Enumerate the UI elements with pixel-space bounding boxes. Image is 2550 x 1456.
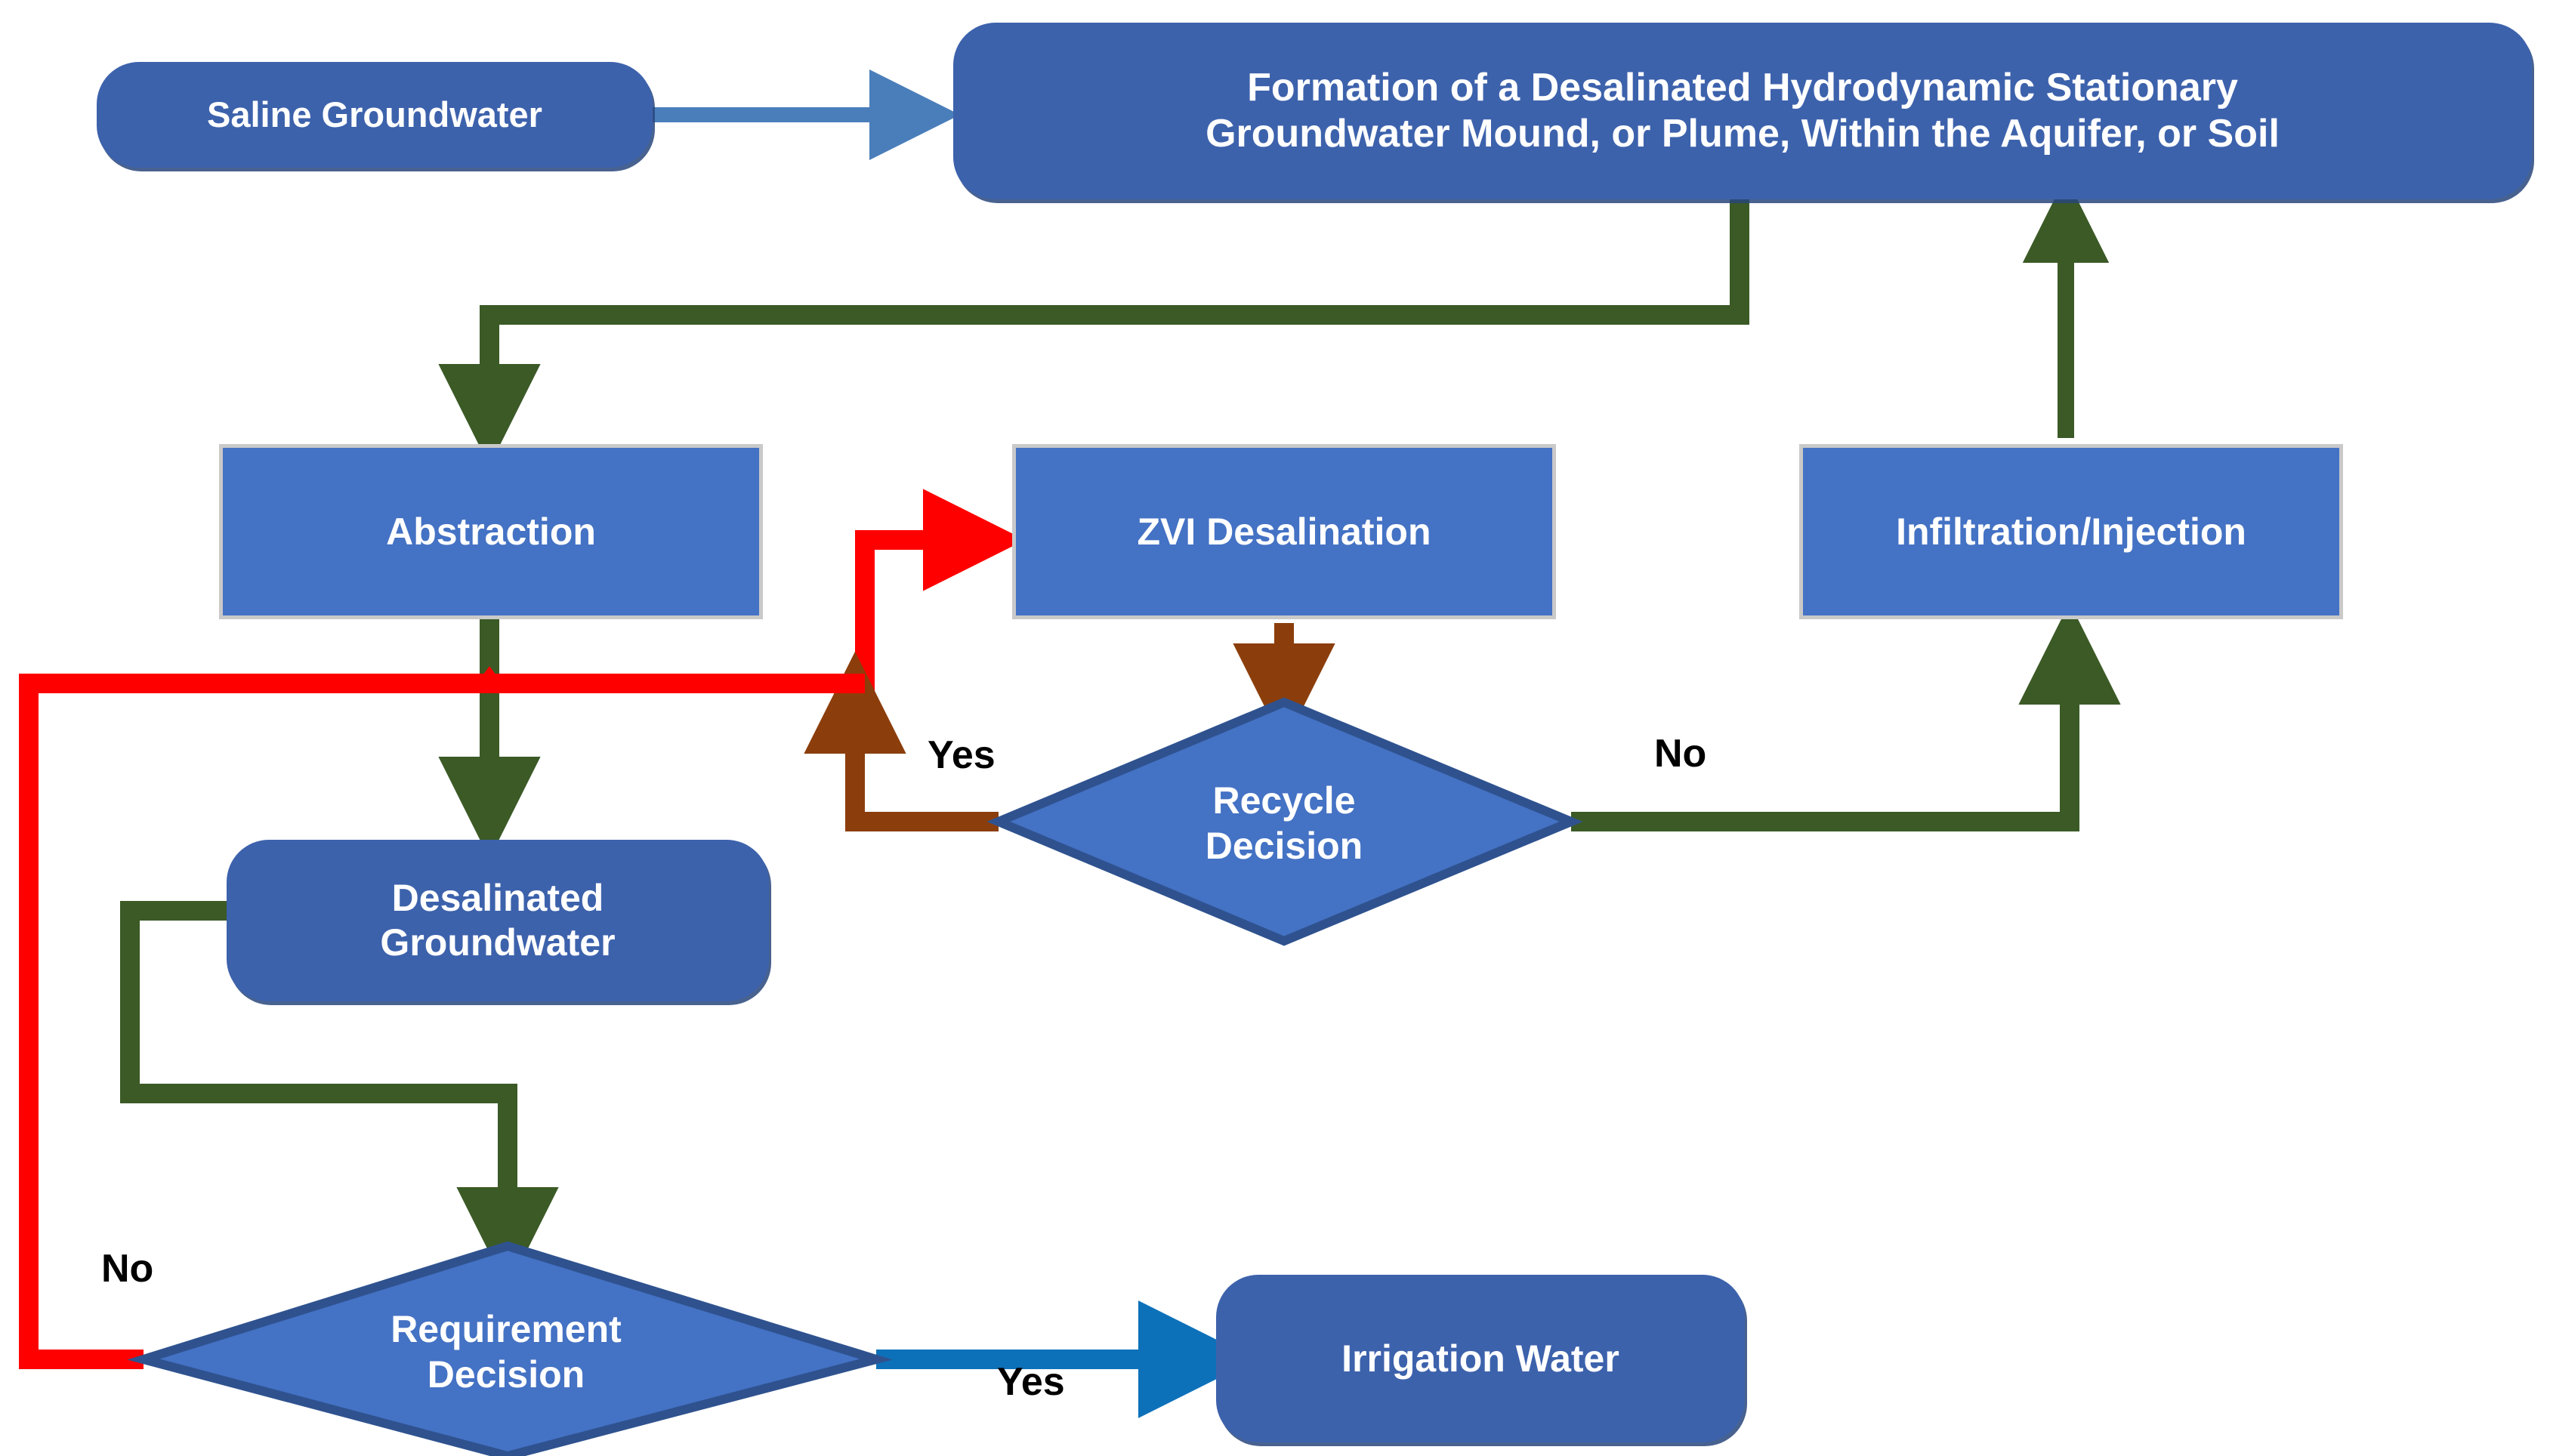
edge-label-recycle-no: No <box>1654 732 1707 776</box>
node-infiltration-injection[interactable]: Infiltration/Injection <box>1799 444 2343 619</box>
edge-label-recycle-yes: Yes <box>928 733 996 777</box>
node-formation-mound-label: Formation of a Desalinated Hydrodynamic … <box>1206 65 2280 156</box>
edge-desalinated-to-requirement <box>120 901 559 1290</box>
edge-recycle-yes <box>804 651 999 831</box>
edge-label-requirement-no: No <box>101 1247 154 1291</box>
node-desalinated-groundwater-label: Desalinated Groundwater <box>380 877 616 964</box>
node-saline-groundwater-label: Saline Groundwater <box>207 94 542 135</box>
node-recycle-decision[interactable] <box>986 697 1583 946</box>
node-requirement-decision[interactable] <box>127 1241 893 1456</box>
node-abstraction[interactable]: Abstraction <box>219 444 763 619</box>
node-saline-groundwater[interactable]: Saline Groundwater <box>97 62 653 168</box>
red-junction-marker <box>477 666 502 683</box>
node-formation-mound[interactable]: Formation of a Desalinated Hydrodynamic … <box>953 23 2532 199</box>
edge-requirement-no <box>19 674 865 1369</box>
edge-recycle-no <box>1571 602 2121 831</box>
edge-label-requirement-yes: Yes <box>997 1360 1065 1404</box>
node-irrigation-water-label: Irrigation Water <box>1341 1337 1619 1380</box>
edge-formation-to-abstraction <box>438 198 1749 467</box>
node-irrigation-water[interactable]: Irrigation Water <box>1216 1275 1745 1442</box>
node-zvi-desalination-label: ZVI Desalination <box>1137 510 1431 553</box>
node-desalinated-groundwater[interactable]: Desalinated Groundwater <box>227 840 769 1001</box>
node-abstraction-label: Abstraction <box>386 510 596 553</box>
node-infiltration-injection-label: Infiltration/Injection <box>1896 510 2246 553</box>
node-zvi-desalination[interactable]: ZVI Desalination <box>1012 444 1556 619</box>
